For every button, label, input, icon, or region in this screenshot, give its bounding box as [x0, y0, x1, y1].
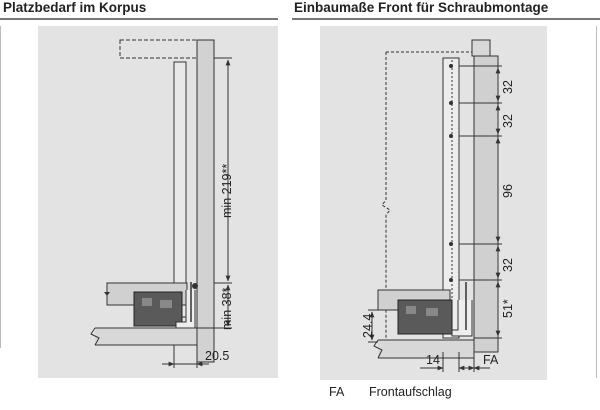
right-edge-line — [596, 26, 597, 378]
right-spacing-2-label: 32 — [501, 114, 515, 128]
left-cabinet-drawing — [90, 39, 232, 368]
right-spacing-1-label: 32 — [501, 80, 515, 94]
right-cabinet-bottom — [378, 339, 475, 359]
right-heading: Einbaumaße Front für Schraubmontage — [294, 0, 549, 15]
right-front-drawing — [368, 39, 502, 372]
left-top-rail-dashed — [119, 39, 213, 59]
left-width-bottom-label: 20.5 — [205, 349, 229, 363]
right-heading-underline — [292, 18, 600, 20]
left-heading-underline — [0, 18, 278, 20]
right-runner-mechanism — [397, 299, 453, 335]
right-front-dashed-outline — [381, 52, 391, 342]
right-hole-markers — [449, 64, 453, 282]
left-cabinet-bottom — [95, 327, 198, 346]
right-bottom-offset-label: 51* — [501, 299, 515, 318]
left-edge-line — [0, 26, 1, 348]
right-bottom-fa-label: FA — [483, 353, 499, 367]
left-height-upper-label: min 219** — [220, 164, 234, 218]
right-top-rail — [471, 39, 491, 57]
right-left-height-label: 24.4 — [361, 314, 375, 338]
right-cabinet-side — [473, 55, 499, 353]
left-height-lower-label: min 38* — [220, 287, 234, 330]
right-spacing-4-label: 32 — [501, 258, 515, 272]
legend-text: Frontaufschlag — [369, 385, 452, 399]
right-drawer-side — [442, 57, 460, 339]
left-runner-mechanism — [133, 291, 183, 327]
left-heading: Platzbedarf im Korpus — [3, 0, 147, 15]
legend-abbr: FA — [329, 385, 345, 399]
left-cabinet-side — [196, 39, 215, 363]
right-spacing-3-label: 96 — [501, 184, 515, 198]
left-drawer-side — [173, 61, 187, 318]
right-bottom-width-label: 14 — [426, 353, 440, 367]
